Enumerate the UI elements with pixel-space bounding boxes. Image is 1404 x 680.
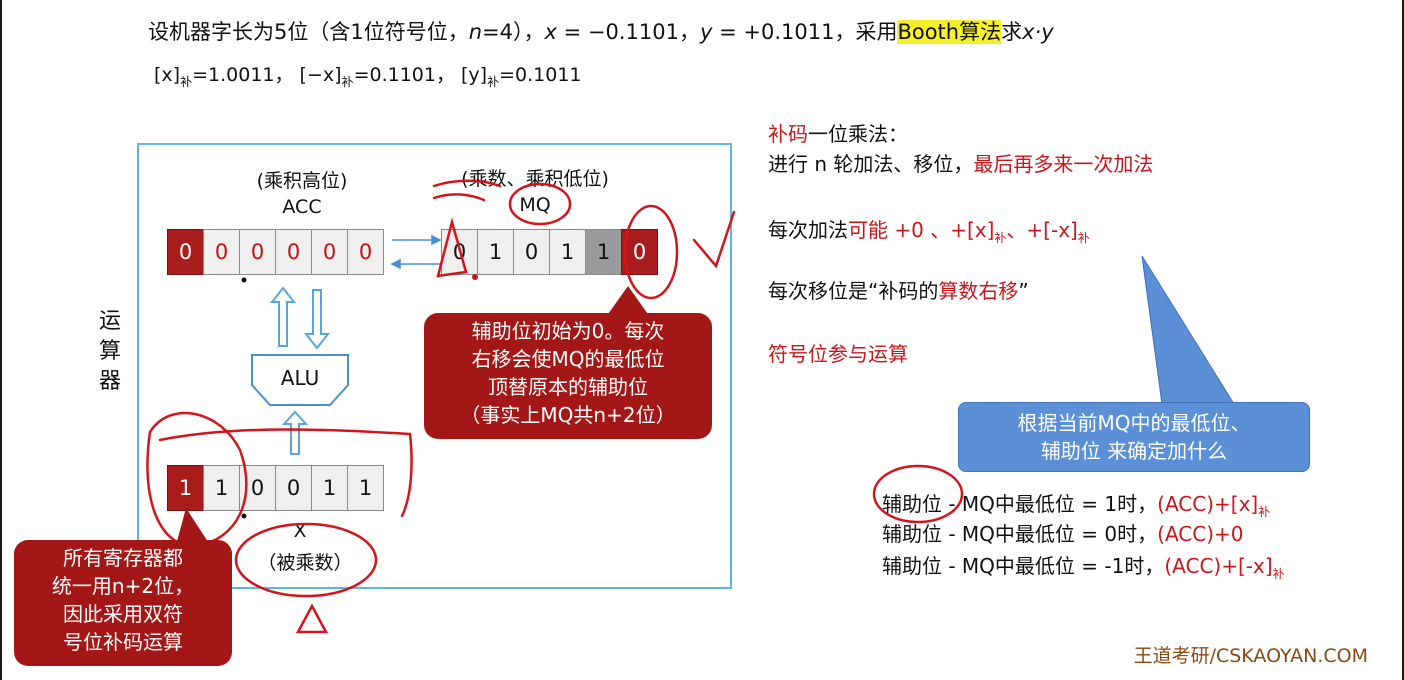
acc-bit-0: 0 (167, 229, 204, 275)
x-comp-sub: 补 (180, 75, 193, 89)
note-add-red2: 、+[-x] (1006, 218, 1078, 242)
reg-callout-line: 统一用n+2位， (51, 574, 195, 598)
reg-callout-line: 所有寄存器都 (63, 546, 183, 570)
rule-action: (ACC)+0 (1157, 522, 1244, 546)
aux-callout-line: 右移会使MQ的最低位 (471, 347, 665, 371)
x-var: x (544, 20, 557, 44)
note-add-sub2: 补 (1077, 231, 1090, 245)
rule-condition: 辅助位 - MQ中最低位 = 1时， (882, 492, 1158, 516)
note-add-black: 每次加法 (768, 218, 848, 242)
title-suffix: 求 (1001, 20, 1023, 44)
mq-name: MQ (519, 194, 551, 216)
aux-callout-line: 顶替原本的辅助位 (488, 375, 648, 399)
note-heading-red: 补码 (768, 122, 808, 146)
aux-bit-callout: 辅助位初始为0。每次 右移会使MQ的最低位 顶替原本的辅助位 （事实上MQ共n+… (424, 313, 712, 439)
note-heading-black: 一位乘法： (808, 122, 908, 146)
acc-bit-4: 0 (311, 229, 348, 275)
complement-values: [x]补=1.0011， [−x]补=0.1101， [y]补=0.1011 (154, 60, 582, 90)
note-add-red: 可能 +0 、+[x] (848, 218, 995, 242)
blue-callout-line: 辅助位 来确定加什么 (1040, 439, 1228, 463)
x-dot (241, 513, 247, 519)
problem-title: 设机器字长为5位（含1位符号位，n=4），x = −0.1101，y = +0.… (148, 16, 1054, 46)
n-var: n (468, 20, 483, 44)
n-eq: =4）， (482, 20, 545, 44)
note-rounds-red: 最后再多来一次加法 (973, 152, 1154, 176)
aux-callout-line: （事实上MQ共n+2位） (460, 403, 676, 427)
mq-bit-2: 0 (513, 229, 550, 275)
left-frame-edge (0, 0, 2, 680)
note-rounds: 进行 n 轮加法、移位，最后再多来一次加法 (768, 148, 1153, 177)
handwritten-annotations (146, 179, 964, 634)
brand-watermark: 王道考研/CSKAOYAN.COM (1133, 645, 1368, 667)
reg-callout-line: 号位补码运算 (63, 630, 183, 654)
x-bit-3: 0 (275, 465, 312, 511)
acc-bit-5: 0 (347, 229, 384, 275)
acc-bit-1: 0 (203, 229, 240, 275)
acc-bit-2: 0 (239, 229, 276, 275)
x-caption: （被乘数） (257, 552, 353, 574)
negx-comp-sub: 补 (341, 75, 354, 89)
note-shift-red: 算数右移 (938, 279, 1019, 303)
x-bit-4: 1 (311, 465, 348, 511)
unit-label: 运算器 (98, 309, 121, 394)
note-sign: 符号位参与运算 (768, 342, 908, 366)
acc-dot (241, 277, 247, 283)
x-bit-5: 1 (347, 465, 384, 511)
reg-callout-tail (176, 508, 210, 545)
reg-callout-line: 因此采用双符 (63, 602, 183, 626)
x-comp-label: [x] (154, 64, 181, 86)
aux-callout-line: 辅助位初始为0。每次 (471, 319, 665, 343)
rule-action: (ACC)+[-x] (1164, 554, 1273, 578)
rule-sub: 补 (1272, 567, 1285, 581)
y-comp-label: [y] (461, 64, 488, 86)
acc-register: 0 0 0 0 0 0 (167, 229, 384, 277)
title-prefix: 设机器字长为5位（含1位符号位， (148, 20, 469, 44)
mq-red-dot (472, 274, 478, 280)
rule-sub: 补 (1258, 505, 1271, 519)
y-comp-val: =0.1011 (499, 64, 582, 86)
right-frame-edge (1402, 0, 1404, 680)
x-comp-val: =1.0011， (192, 64, 294, 86)
rule-row: 辅助位 - MQ中最低位 = 0时，(ACC)+0 (882, 520, 1244, 556)
rule-row: 辅助位 - MQ中最低位 = -1时，(ACC)+[-x]补 (882, 552, 1285, 588)
y-var: y (699, 20, 713, 44)
alu-frame (137, 143, 732, 589)
rule-condition: 辅助位 - MQ中最低位 = 0时， (882, 522, 1158, 546)
negx-comp-val: =0.1101， (353, 64, 455, 86)
alu-label: ALU (280, 366, 320, 390)
note-rounds-black: 进行 n 轮加法、移位， (768, 152, 974, 176)
rule-action: (ACC)+[x] (1157, 492, 1259, 516)
note-shift-black: 每次移位是“补码的 (768, 279, 939, 303)
mq-bit-1: 1 (477, 229, 514, 275)
acc-caption: (乘积高位) (256, 170, 348, 192)
alu-block-arrows (269, 286, 331, 455)
blue-callout-tail (1141, 255, 1235, 405)
x-register: 1 1 0 0 1 1 (167, 465, 384, 513)
acc-name: ACC (282, 196, 322, 218)
product-expr: x·y (1022, 20, 1054, 44)
x-bit-0: 1 (167, 465, 204, 511)
y-comp-sub: 补 (487, 75, 500, 89)
blue-callout-line: 根据当前MQ中的最低位、 (1017, 411, 1251, 435)
note-shift: 每次移位是“补码的算数右移” (768, 275, 1029, 304)
rule-condition: 辅助位 - MQ中最低位 = -1时， (882, 554, 1165, 578)
x-eq: = −0.1101， (556, 20, 700, 44)
booth-highlight: Booth算法 (897, 20, 1002, 44)
register-width-callout: 所有寄存器都 统一用n+2位， 因此采用双符 号位补码运算 (14, 540, 232, 666)
alu-shape (251, 354, 349, 406)
aux-callout-tail (606, 286, 650, 317)
mq-bit-3: 1 (549, 229, 586, 275)
mq-bit-4: 1 (585, 229, 622, 275)
note-add: 每次加法可能 +0 、+[x]补、+[-x]补 (768, 214, 1090, 246)
note-shift-end: ” (1018, 279, 1029, 303)
acc-mq-arrows (390, 234, 442, 270)
rule-row: 辅助位 - MQ中最低位 = 1时，(ACC)+[x]补 (882, 490, 1270, 526)
note-add-sub1: 补 (994, 231, 1007, 245)
negx-comp-label: [−x] (299, 64, 342, 86)
y-eq: = +0.1011，采用 (712, 20, 898, 44)
blue-callout: 根据当前MQ中的最低位、 辅助位 来确定加什么 (958, 402, 1310, 472)
note-heading: 补码一位乘法： (768, 118, 908, 147)
